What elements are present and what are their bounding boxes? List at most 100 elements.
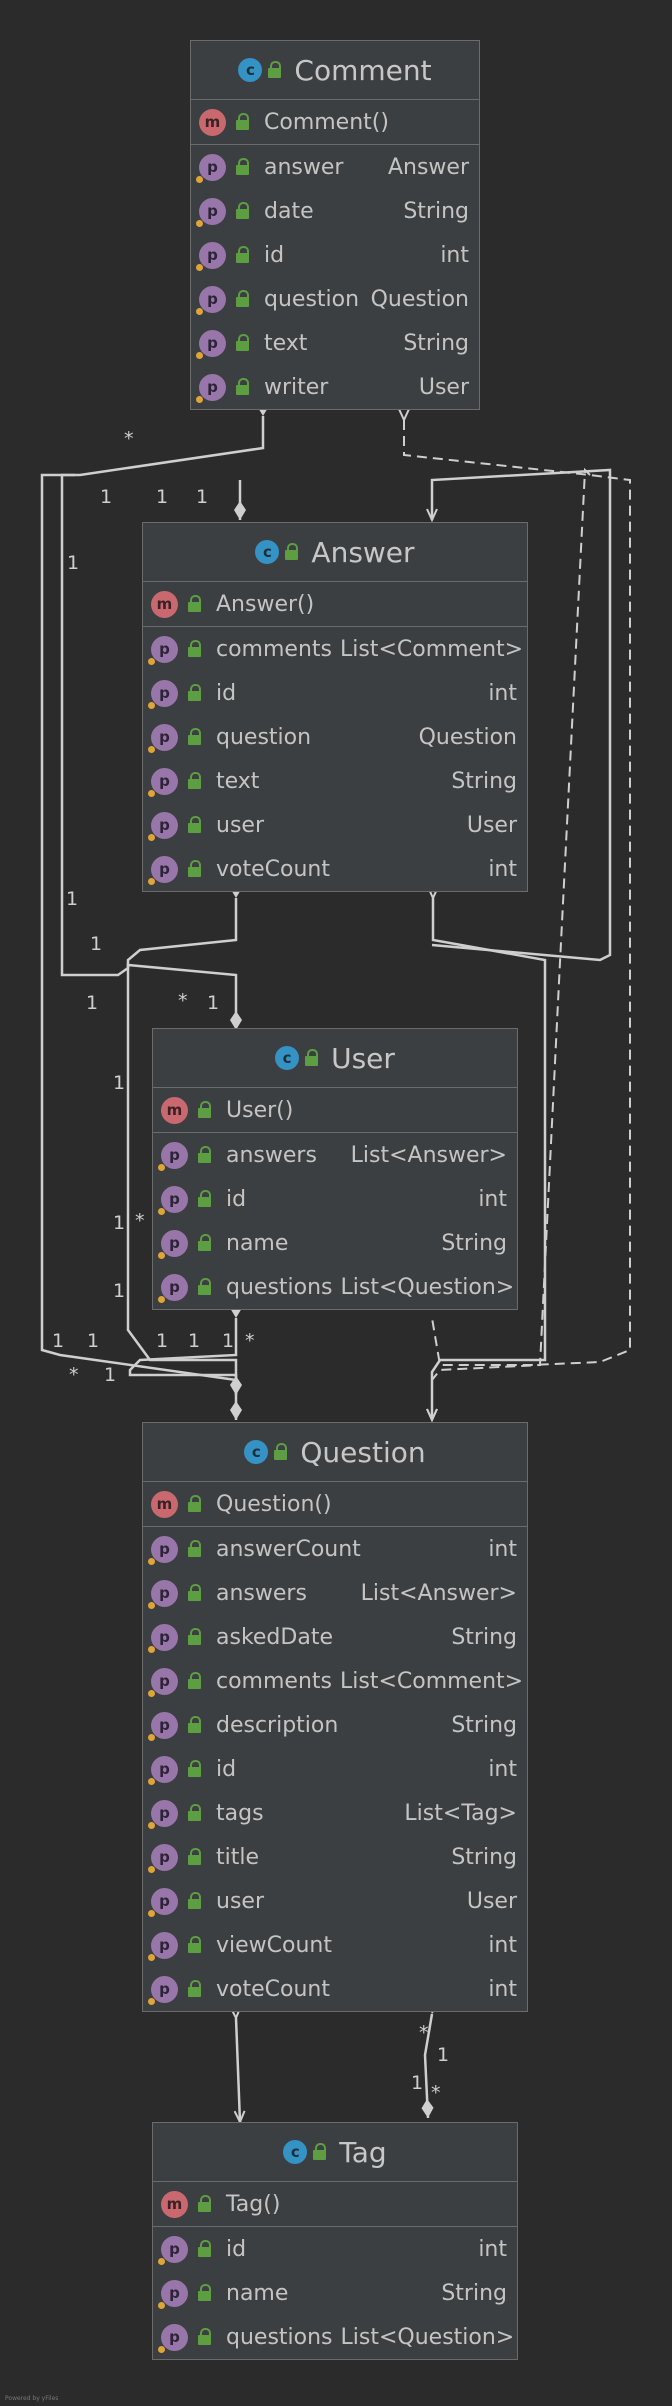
field-name: tags xyxy=(216,1800,264,1826)
field-name: viewCount xyxy=(216,1932,332,1958)
class-name: User xyxy=(331,1041,395,1075)
field-row: p askedDate String xyxy=(143,1615,527,1659)
field-type: Question xyxy=(370,286,469,312)
public-lock-icon xyxy=(188,640,202,658)
multiplicity-label: 1 xyxy=(411,2072,424,2094)
class-icon: c xyxy=(244,1440,269,1464)
multiplicity-label: 1 xyxy=(87,1330,100,1352)
method-icon: m xyxy=(199,108,226,136)
multiplicity-label: 1 xyxy=(196,486,209,508)
public-lock-icon xyxy=(236,290,250,308)
field-type: User xyxy=(466,812,517,838)
method-name: Tag() xyxy=(226,2191,281,2217)
field-type: int xyxy=(488,1932,517,1958)
property-icon: p xyxy=(148,1711,178,1741)
public-lock-icon xyxy=(198,1190,212,1208)
method-row: m Comment() xyxy=(191,100,479,144)
field-name: description xyxy=(216,1712,339,1738)
public-lock-icon xyxy=(198,1278,212,1296)
field-name: text xyxy=(264,330,308,356)
property-icon: p xyxy=(148,723,178,753)
public-lock-icon xyxy=(198,2240,212,2258)
field-name: question xyxy=(264,286,360,312)
class-header: c User xyxy=(153,1029,517,1088)
field-type: int xyxy=(488,856,517,882)
field-type: String xyxy=(451,1624,517,1650)
public-lock-icon xyxy=(188,1628,202,1646)
method-row: m Answer() xyxy=(143,582,527,626)
public-lock-icon xyxy=(305,1049,319,1067)
edge-question-tag-a xyxy=(236,2018,240,2122)
field-name: id xyxy=(216,680,237,706)
field-type: Question xyxy=(418,724,517,750)
property-icon: p xyxy=(148,1623,178,1653)
method-name: Question() xyxy=(216,1491,332,1517)
multiplicity-label: * xyxy=(245,1330,255,1352)
public-lock-icon xyxy=(188,1716,202,1734)
multiplicity-label: 1 xyxy=(222,1330,235,1352)
field-name: questions xyxy=(226,1274,333,1300)
public-lock-icon xyxy=(188,860,202,878)
multiplicity-label: * xyxy=(69,1364,79,1386)
credit-text: Powered by yFiles xyxy=(5,2395,59,2402)
field-name: writer xyxy=(264,374,329,400)
field-name: name xyxy=(226,1230,289,1256)
field-name: comments xyxy=(216,1668,332,1694)
property-icon: p xyxy=(196,241,226,271)
field-type: List<Answer> xyxy=(360,1580,517,1606)
multiplicity-label: 1 xyxy=(437,2044,450,2066)
property-icon: p xyxy=(148,1535,178,1565)
multiplicity-label: 1 xyxy=(66,888,79,910)
class-name: Tag xyxy=(339,2135,387,2169)
field-type: User xyxy=(466,1888,517,1914)
class-header: c Question xyxy=(143,1423,527,1482)
class-header: c Answer xyxy=(143,523,527,582)
edge-answer-question-right xyxy=(432,898,547,1420)
property-icon: p xyxy=(148,679,178,709)
public-lock-icon xyxy=(188,1540,202,1558)
field-row: p question Question xyxy=(191,277,479,321)
property-icon: p xyxy=(148,1579,178,1609)
public-lock-icon xyxy=(188,1936,202,1954)
multiplicity-label: 1 xyxy=(156,1330,169,1352)
public-lock-icon xyxy=(198,2195,212,2213)
multiplicity-label: * xyxy=(178,990,188,1012)
public-lock-icon xyxy=(313,2143,327,2161)
field-type: int xyxy=(488,1756,517,1782)
field-name: id xyxy=(226,2236,247,2262)
multiplicity-label: 1 xyxy=(104,1364,117,1386)
field-name: askedDate xyxy=(216,1624,333,1650)
methods-section: m Comment() xyxy=(191,100,479,145)
property-icon: p xyxy=(158,2235,188,2265)
multiplicity-label: * xyxy=(124,428,134,450)
method-row: m Tag() xyxy=(153,2182,517,2226)
field-name: user xyxy=(216,812,264,838)
edge-answer-user xyxy=(126,879,242,1395)
public-lock-icon xyxy=(198,2284,212,2302)
property-icon: p xyxy=(196,285,226,315)
multiplicity-label: 1 xyxy=(113,1280,126,1302)
multiplicity-label: 1 xyxy=(67,552,80,574)
property-icon: p xyxy=(148,1887,178,1917)
field-type: int xyxy=(440,242,469,268)
class-name: Question xyxy=(300,1435,426,1469)
public-lock-icon xyxy=(268,61,282,79)
field-name: user xyxy=(216,1888,264,1914)
